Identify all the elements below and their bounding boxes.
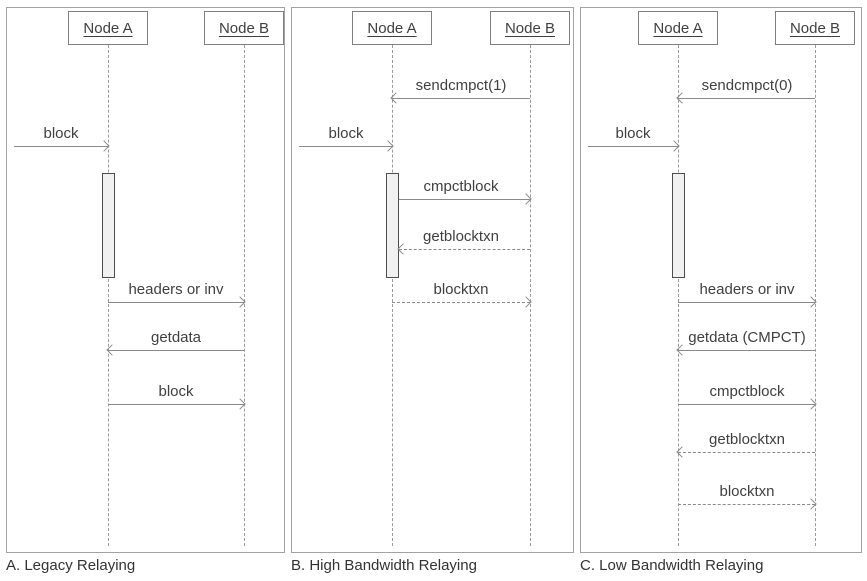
message-line [678,98,815,99]
panel-caption: A. Legacy Relaying [6,557,136,574]
node-a-box: Node A [638,11,718,45]
node-b-box: Node B [775,11,855,45]
external-arrow-label: block [43,125,79,142]
message-label: blocktxn [433,281,489,298]
node-a-label: Node A [367,19,417,37]
panel-caption: B. High Bandwidth Relaying [291,557,477,574]
lifeline-node-b [244,45,245,546]
node-a-box: Node A [68,11,148,45]
lifeline-node-a [392,45,393,546]
external-arrow-label: block [328,125,364,142]
panel-a: Node A Node B block headers or inv getdata bl… [6,7,285,553]
message-line [392,302,530,303]
lifeline-node-b [530,45,531,546]
activation-bar [386,173,399,278]
message-label: blocktxn [719,483,775,500]
message-line [678,452,815,453]
message-label: getblocktxn [709,431,785,448]
message-line [678,504,815,505]
message-label: cmpctblock [709,383,785,400]
external-arrow-line [299,146,392,147]
message-line [392,98,530,99]
lifeline-node-b [815,45,816,546]
message-label: headers or inv [699,281,795,298]
panel-caption: C. Low Bandwidth Relaying [580,557,764,574]
external-arrow-label: block [615,125,651,142]
node-a-box: Node A [352,11,432,45]
lifeline-node-a [678,45,679,546]
node-b-label: Node B [504,19,556,37]
external-arrow-line [14,146,108,147]
message-label: getdata [150,329,202,346]
external-arrow-line [588,146,678,147]
message-line [399,199,530,200]
message-line [108,302,244,303]
arrowhead-left-icon [397,243,409,255]
message-label: sendcmpct(0) [701,77,793,94]
message-line [678,350,815,351]
message-label: getblocktxn [423,228,499,245]
message-label: getdata (CMPCT) [688,329,806,346]
lifeline-node-a [108,45,109,546]
message-line [678,302,815,303]
message-label: block [158,383,194,400]
node-b-box: Node B [204,11,284,45]
message-label: cmpctblock [423,178,499,195]
activation-bar [102,173,115,278]
node-a-label: Node A [83,19,133,37]
message-line [108,350,244,351]
node-b-label: Node B [789,19,841,37]
panel-c: Node A Node B block sendcmpct(0) headers or … [580,7,862,553]
message-label: sendcmpct(1) [415,77,507,94]
node-a-label: Node A [653,19,703,37]
message-label: headers or inv [128,281,224,298]
message-line [678,404,815,405]
message-line [399,249,530,250]
node-b-label: Node B [218,19,270,37]
activation-bar [672,173,685,278]
message-line [108,404,244,405]
panel-b: Node A Node B block sendcmpct(1) cmpctblock g… [291,7,574,553]
node-b-box: Node B [490,11,570,45]
